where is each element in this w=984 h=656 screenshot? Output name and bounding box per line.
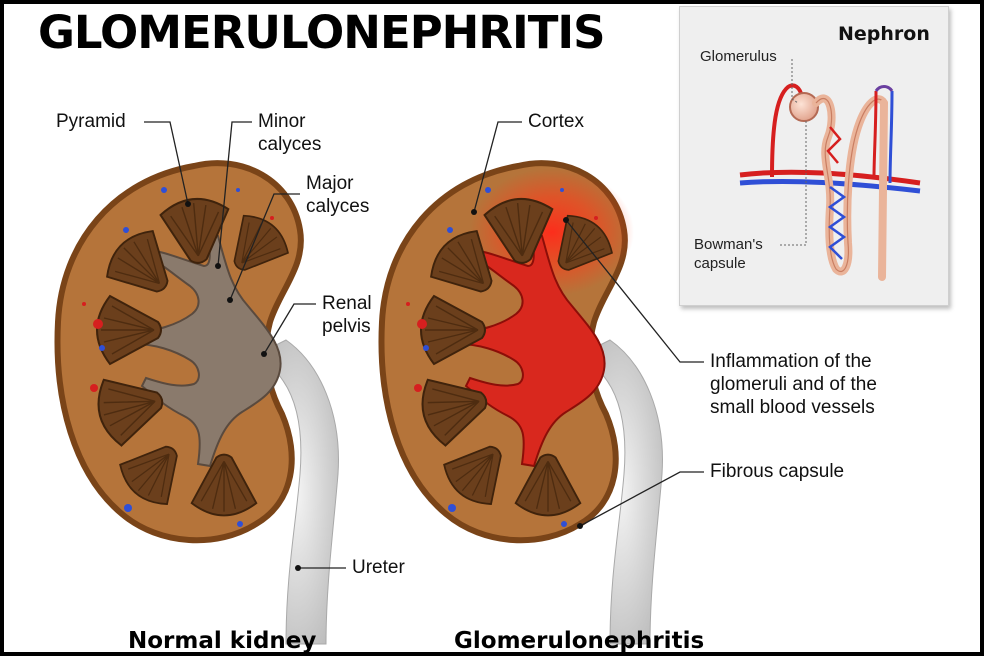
ureter-inflamed [576,339,663,645]
label-pyramid: Pyramid [56,111,126,132]
inflamed-kidney [378,160,663,645]
label-inflammation: Inflammation of the glomeruli and of the… [710,351,877,418]
label-major-calyces: Major calyces [306,173,370,217]
label-glomerulus: Glomerulus [700,48,777,65]
illustration-frame: GLOMERULONEPHRITIS Pyramid Minor calyces… [4,4,980,652]
label-renal-pelvis: Renal pelvis [322,293,372,337]
label-bowmans-capsule: Bowman's capsule [694,236,763,272]
leader-lines [144,121,704,569]
nephron-inset: Nephron Glomerulus Bowman's capsule [679,6,949,306]
vessel-dots-inflamed [406,187,598,527]
label-cortex: Cortex [528,111,584,132]
leader-dots [185,201,583,571]
label-fibrous-capsule: Fibrous capsule [710,461,845,482]
caption-normal-kidney: Normal kidney [128,628,317,652]
caption-glomerulonephritis: Glomerulonephritis [454,628,705,652]
nephron-title: Nephron [838,23,930,45]
vessel-dots-normal [82,187,274,527]
nephron-diagram [739,59,921,281]
label-ureter: Ureter [352,557,405,578]
kidney-illustration [54,121,704,645]
normal-kidney [54,160,339,645]
label-minor-calyces: Minor calyces [258,111,322,155]
page-title: GLOMERULONEPHRITIS [38,6,606,59]
